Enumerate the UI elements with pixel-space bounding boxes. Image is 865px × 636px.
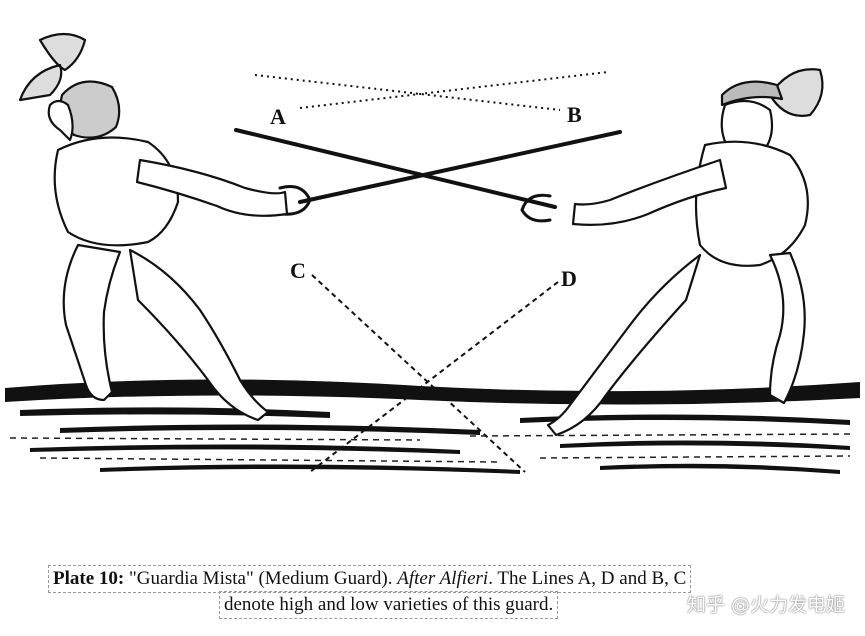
line-top-upper-right bbox=[299, 71, 609, 109]
right-fencer-torso bbox=[694, 140, 809, 267]
left-fencer-figure bbox=[18, 32, 289, 422]
left-fencer-raised-arm bbox=[47, 99, 74, 142]
left-fencer-right-leg bbox=[128, 248, 270, 422]
caption-line-2: denote high and low varieties of this gu… bbox=[219, 591, 559, 619]
label-d: D bbox=[561, 266, 577, 291]
caption-title: "Guardia Mista" (Medium Guard). bbox=[124, 568, 398, 589]
caption-line1-rest: . The Lines A, D and B, C bbox=[488, 568, 687, 589]
caption-line2-text: denote high and low varieties of this gu… bbox=[224, 594, 554, 615]
right-fencer-plume bbox=[768, 68, 824, 117]
ground bbox=[5, 379, 860, 474]
line-c bbox=[311, 274, 526, 473]
guard-lines bbox=[254, 71, 609, 473]
right-fencer-figure bbox=[546, 68, 824, 437]
fencing-plate-illustration: A B C D bbox=[5, 32, 860, 474]
left-fencer-sword-arm bbox=[135, 158, 289, 217]
right-fencer-back-leg bbox=[768, 251, 806, 405]
line-top-upper-left bbox=[254, 74, 561, 111]
label-a: A bbox=[270, 104, 286, 129]
caption-source: After Alfieri bbox=[397, 568, 489, 589]
swords bbox=[234, 128, 622, 223]
left-sword-blade bbox=[298, 130, 622, 204]
watermark: 知乎 @火力发电姬 bbox=[686, 594, 845, 616]
label-b: B bbox=[567, 102, 582, 127]
right-fencer-front-leg bbox=[546, 253, 702, 437]
caption-line-1: Plate 10: "Guardia Mista" (Medium Guard)… bbox=[48, 565, 692, 593]
line-d bbox=[309, 281, 559, 473]
right-fencer-hat bbox=[720, 80, 784, 107]
caption-plate-number: Plate 10: bbox=[53, 568, 125, 589]
label-c: C bbox=[290, 258, 306, 283]
left-fencer-left-leg bbox=[62, 243, 122, 402]
left-fencer-torso bbox=[53, 136, 180, 247]
right-sword-blade bbox=[234, 128, 557, 209]
ground-hatching bbox=[9, 433, 856, 463]
left-fencer-plume bbox=[18, 32, 87, 102]
right-fencer-sword-arm bbox=[571, 158, 728, 226]
